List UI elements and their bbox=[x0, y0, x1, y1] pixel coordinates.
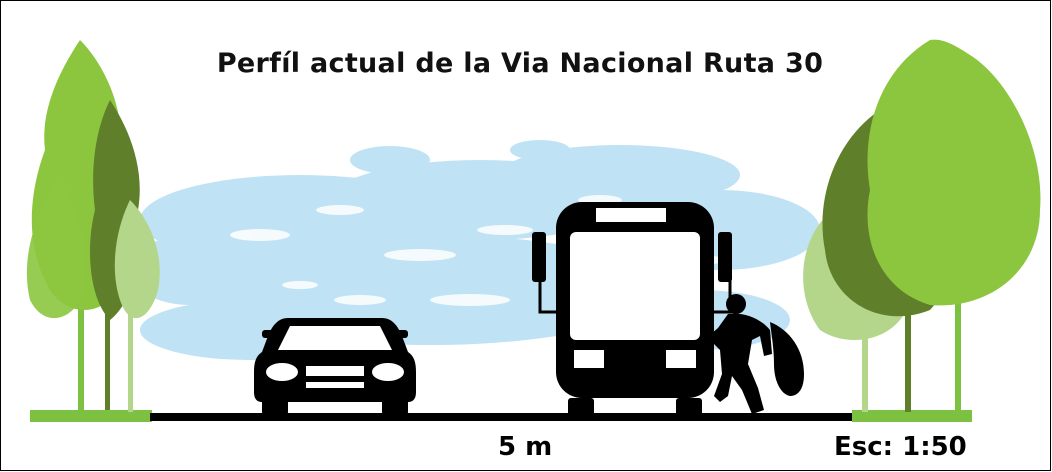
road-surface bbox=[150, 413, 852, 421]
scale-label: Esc: 1:50 bbox=[834, 432, 967, 462]
bus-icon bbox=[532, 202, 732, 416]
grass-right bbox=[852, 410, 972, 422]
sky-clouds bbox=[130, 140, 820, 360]
pedestrian-icon bbox=[704, 294, 804, 414]
cloud-texture bbox=[230, 195, 724, 306]
tree-icon bbox=[114, 200, 160, 412]
cloud-icon bbox=[350, 146, 430, 174]
cloud-icon bbox=[500, 145, 740, 205]
page-title: Perfíl actual de la Via Nacional Ruta 30 bbox=[216, 48, 824, 79]
car-icon bbox=[254, 318, 416, 416]
grass-left bbox=[30, 410, 152, 422]
cloud-icon bbox=[510, 140, 570, 160]
tree-icon bbox=[867, 39, 1041, 412]
dimension-label: 5 m bbox=[498, 432, 553, 462]
tree-icon bbox=[26, 180, 87, 319]
cloud-icon bbox=[130, 235, 250, 305]
